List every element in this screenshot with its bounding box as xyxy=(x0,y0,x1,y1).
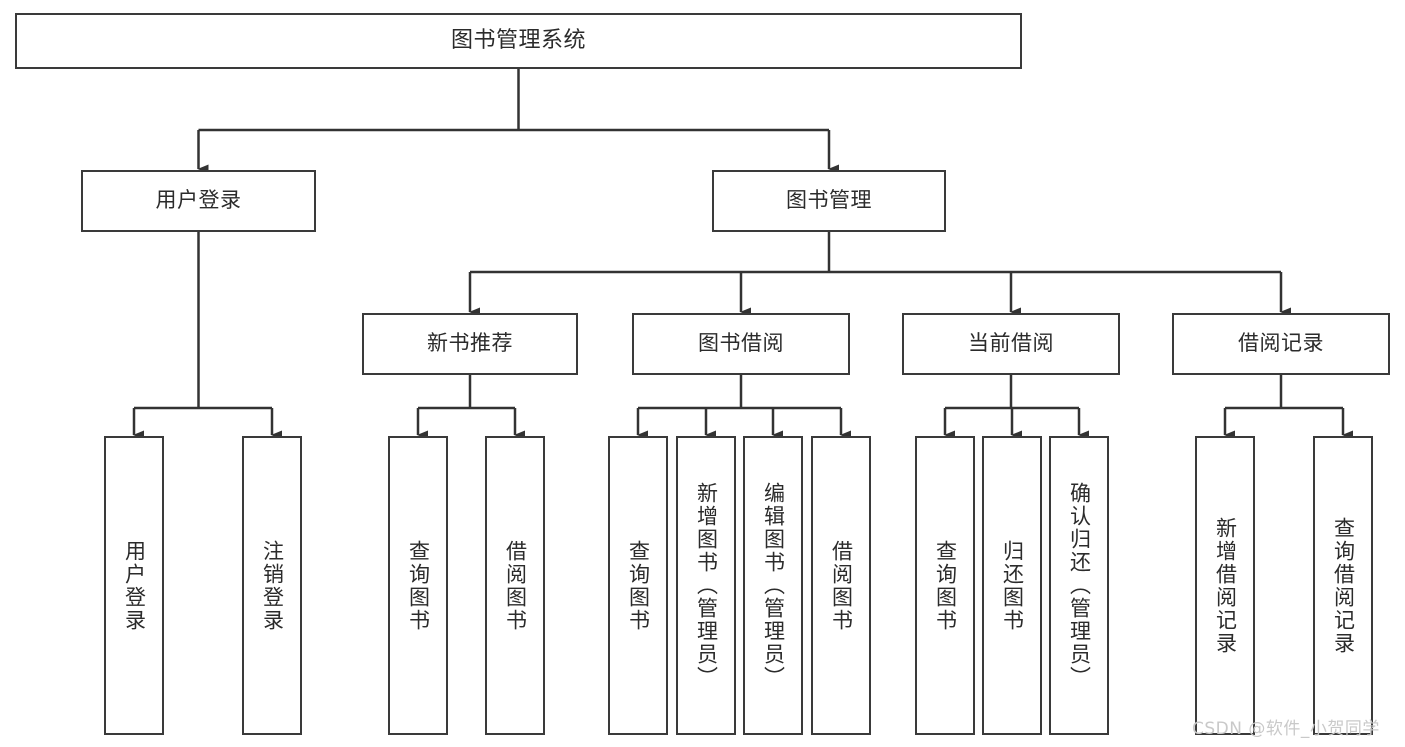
node-label-book_borrow: 图书借阅 xyxy=(698,331,784,356)
node-label-leaf_add_book_admin: 新增图书（管理员） xyxy=(694,482,719,689)
node-label-leaf_borrow_book_rec: 借阅图书 xyxy=(503,539,528,632)
node-label-leaf_query_book_c: 查询图书 xyxy=(933,539,958,632)
node-leaf_add_book_admin[interactable]: 新增图书（管理员） xyxy=(676,436,736,735)
node-leaf_add_record[interactable]: 新增借阅记录 xyxy=(1195,436,1255,735)
node-label-leaf_add_record: 新增借阅记录 xyxy=(1213,516,1238,655)
node-label-leaf_return_book: 归还图书 xyxy=(1000,539,1025,632)
node-leaf_user_login[interactable]: 用户登录 xyxy=(104,436,164,735)
node-label-leaf_user_login: 用户登录 xyxy=(122,539,147,632)
node-label-leaf_query_book_rec: 查询图书 xyxy=(406,539,431,632)
node-root[interactable]: 图书管理系统 xyxy=(15,13,1022,69)
node-label-leaf_borrow_book_b: 借阅图书 xyxy=(829,539,854,632)
node-current_borrow[interactable]: 当前借阅 xyxy=(902,313,1120,375)
node-leaf_borrow_book_b[interactable]: 借阅图书 xyxy=(811,436,871,735)
node-label-leaf_query_book_b: 查询图书 xyxy=(626,539,651,632)
node-leaf_query_book_rec[interactable]: 查询图书 xyxy=(388,436,448,735)
node-leaf_query_book_c[interactable]: 查询图书 xyxy=(915,436,975,735)
node-label-leaf_logout: 注销登录 xyxy=(260,539,285,632)
node-label-current_borrow: 当前借阅 xyxy=(968,331,1054,356)
node-leaf_return_book[interactable]: 归还图书 xyxy=(982,436,1042,735)
node-book_borrow[interactable]: 图书借阅 xyxy=(632,313,850,375)
node-user_login[interactable]: 用户登录 xyxy=(81,170,316,232)
node-label-new_book_rec: 新书推荐 xyxy=(427,331,513,356)
node-leaf_edit_book_admin[interactable]: 编辑图书（管理员） xyxy=(743,436,803,735)
node-leaf_borrow_book_rec[interactable]: 借阅图书 xyxy=(485,436,545,735)
node-new_book_rec[interactable]: 新书推荐 xyxy=(362,313,578,375)
node-book_mgmt[interactable]: 图书管理 xyxy=(712,170,946,232)
node-label-book_mgmt: 图书管理 xyxy=(786,188,872,213)
node-borrow_record[interactable]: 借阅记录 xyxy=(1172,313,1390,375)
node-label-leaf_edit_book_admin: 编辑图书（管理员） xyxy=(761,482,786,689)
node-label-leaf_confirm_return_admin: 确认归还（管理员） xyxy=(1067,482,1092,689)
node-leaf_query_record[interactable]: 查询借阅记录 xyxy=(1313,436,1373,735)
node-leaf_query_book_b[interactable]: 查询图书 xyxy=(608,436,668,735)
node-label-leaf_query_record: 查询借阅记录 xyxy=(1331,516,1356,655)
node-label-root: 图书管理系统 xyxy=(450,27,586,53)
csdn-watermark: CSDN @软件_小贺同学 xyxy=(1192,719,1380,739)
node-leaf_confirm_return_admin[interactable]: 确认归还（管理员） xyxy=(1049,436,1109,735)
node-leaf_logout[interactable]: 注销登录 xyxy=(242,436,302,735)
node-label-borrow_record: 借阅记录 xyxy=(1238,331,1324,356)
node-label-user_login: 用户登录 xyxy=(155,188,242,213)
